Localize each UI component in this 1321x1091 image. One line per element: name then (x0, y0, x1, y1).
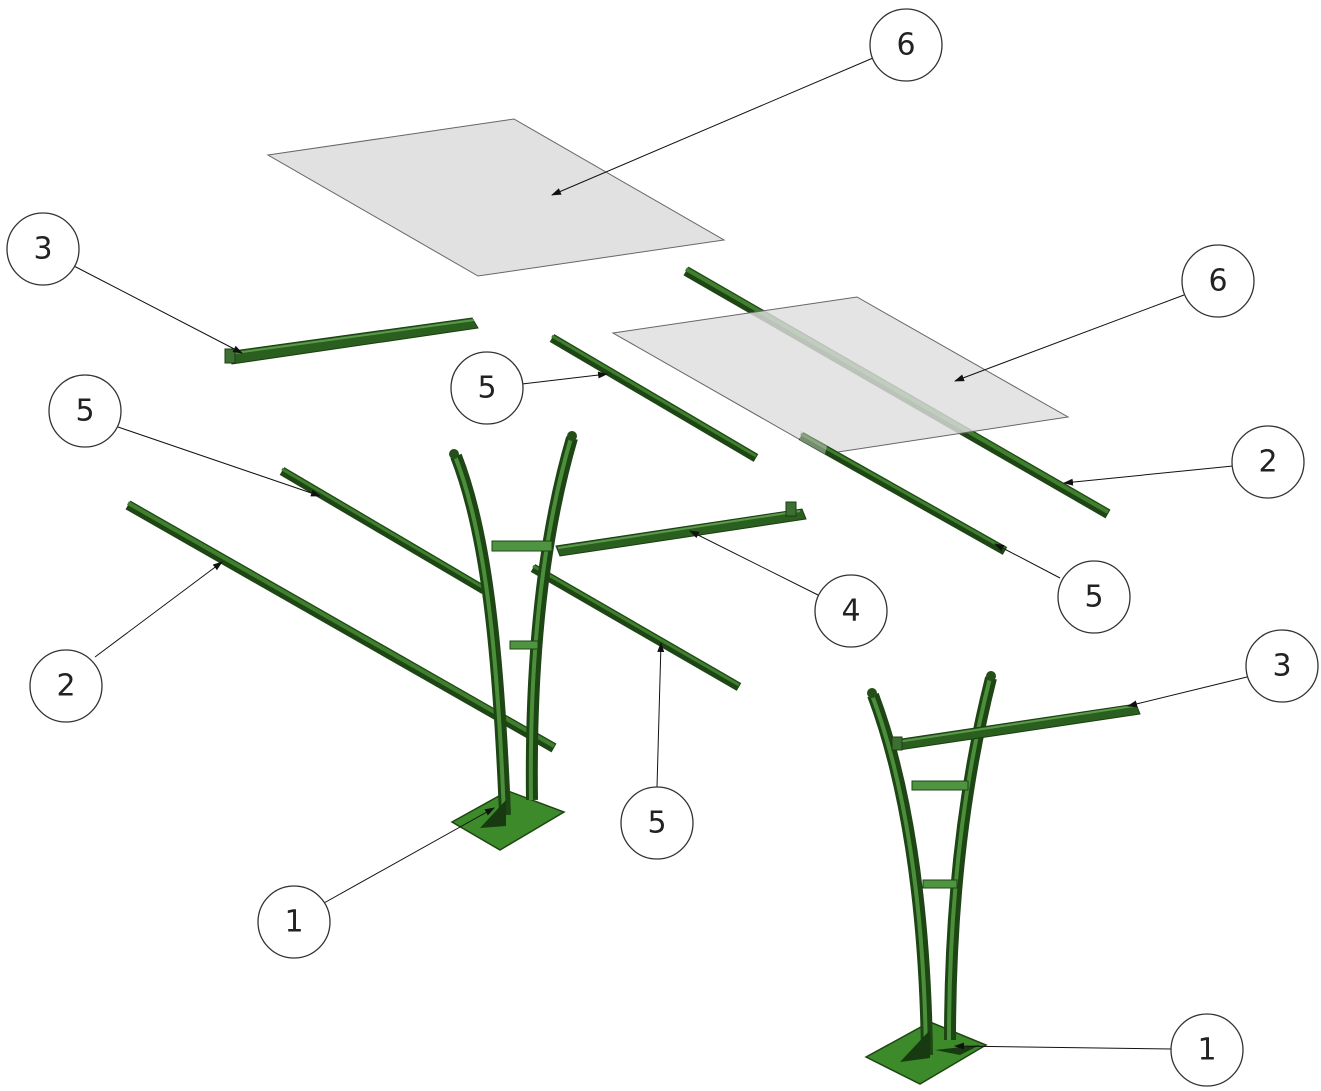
callout-label: 5 (647, 806, 666, 841)
leader-4 (689, 530, 819, 596)
purlin-part-3-right (891, 703, 1141, 751)
leader-2-right (1063, 465, 1234, 486)
leader-2-left (94, 561, 223, 658)
leader-5-right (994, 543, 1061, 579)
roof-panel-right (611, 296, 1070, 455)
callout-label: 1 (1197, 1033, 1216, 1068)
callout-label: 5 (477, 371, 496, 406)
callout-1-right: 1 (1170, 1013, 1244, 1087)
callout-label: 4 (841, 594, 860, 629)
base-plate-left (450, 790, 566, 851)
callout-5-bottom: 5 (620, 786, 694, 860)
callout-label: 5 (1084, 580, 1103, 615)
callout-1-left: 1 (257, 885, 331, 959)
leader-6-right (954, 294, 1185, 382)
purlin-part-3-left (224, 317, 479, 365)
callout-2-right: 2 (1231, 425, 1305, 499)
rail-part-2-left (125, 500, 557, 753)
callout-3-left: 3 (6, 212, 80, 286)
roof-panel-right-overlay (800, 430, 827, 454)
leader-5-left (117, 426, 321, 497)
leader-3-right (1127, 676, 1248, 708)
leader-5-center (521, 371, 608, 385)
rail-part-5-left (279, 467, 487, 594)
callout-label: 3 (33, 232, 52, 267)
rail-part-5-right (798, 432, 1008, 555)
leader-6-top (551, 57, 874, 196)
callout-4: 4 (814, 574, 888, 648)
callout-3-right: 3 (1245, 629, 1319, 703)
callout-2-left: 2 (29, 649, 103, 723)
frame-part-1-right (864, 671, 997, 1085)
rail-part-5-center (549, 334, 759, 462)
callout-balloons: 6 6 3 5 5 2 4 (6, 8, 1319, 1087)
leader-lines (71, 57, 1248, 1050)
rail-part-5-bottom (530, 564, 742, 691)
leader-1-right (954, 1042, 1173, 1050)
callout-label: 5 (75, 394, 94, 429)
callout-label: 6 (1208, 264, 1227, 299)
frame-part-1-left (449, 431, 578, 851)
callout-5-right: 5 (1057, 560, 1131, 634)
leader-3-left (71, 264, 243, 354)
roof-panel-top (266, 118, 726, 277)
leader-5-bottom (656, 642, 665, 788)
callout-label: 2 (1258, 445, 1277, 480)
callout-5-center: 5 (450, 351, 524, 425)
callout-label: 1 (284, 905, 303, 940)
callout-label: 2 (56, 669, 75, 704)
purlin-part-4 (555, 501, 807, 557)
callout-label: 6 (896, 28, 915, 63)
callout-6-right: 6 (1181, 244, 1255, 318)
callout-6-top: 6 (869, 8, 943, 82)
callout-5-left: 5 (48, 374, 122, 448)
callout-label: 3 (1272, 649, 1291, 684)
leader-1-left (323, 807, 495, 904)
